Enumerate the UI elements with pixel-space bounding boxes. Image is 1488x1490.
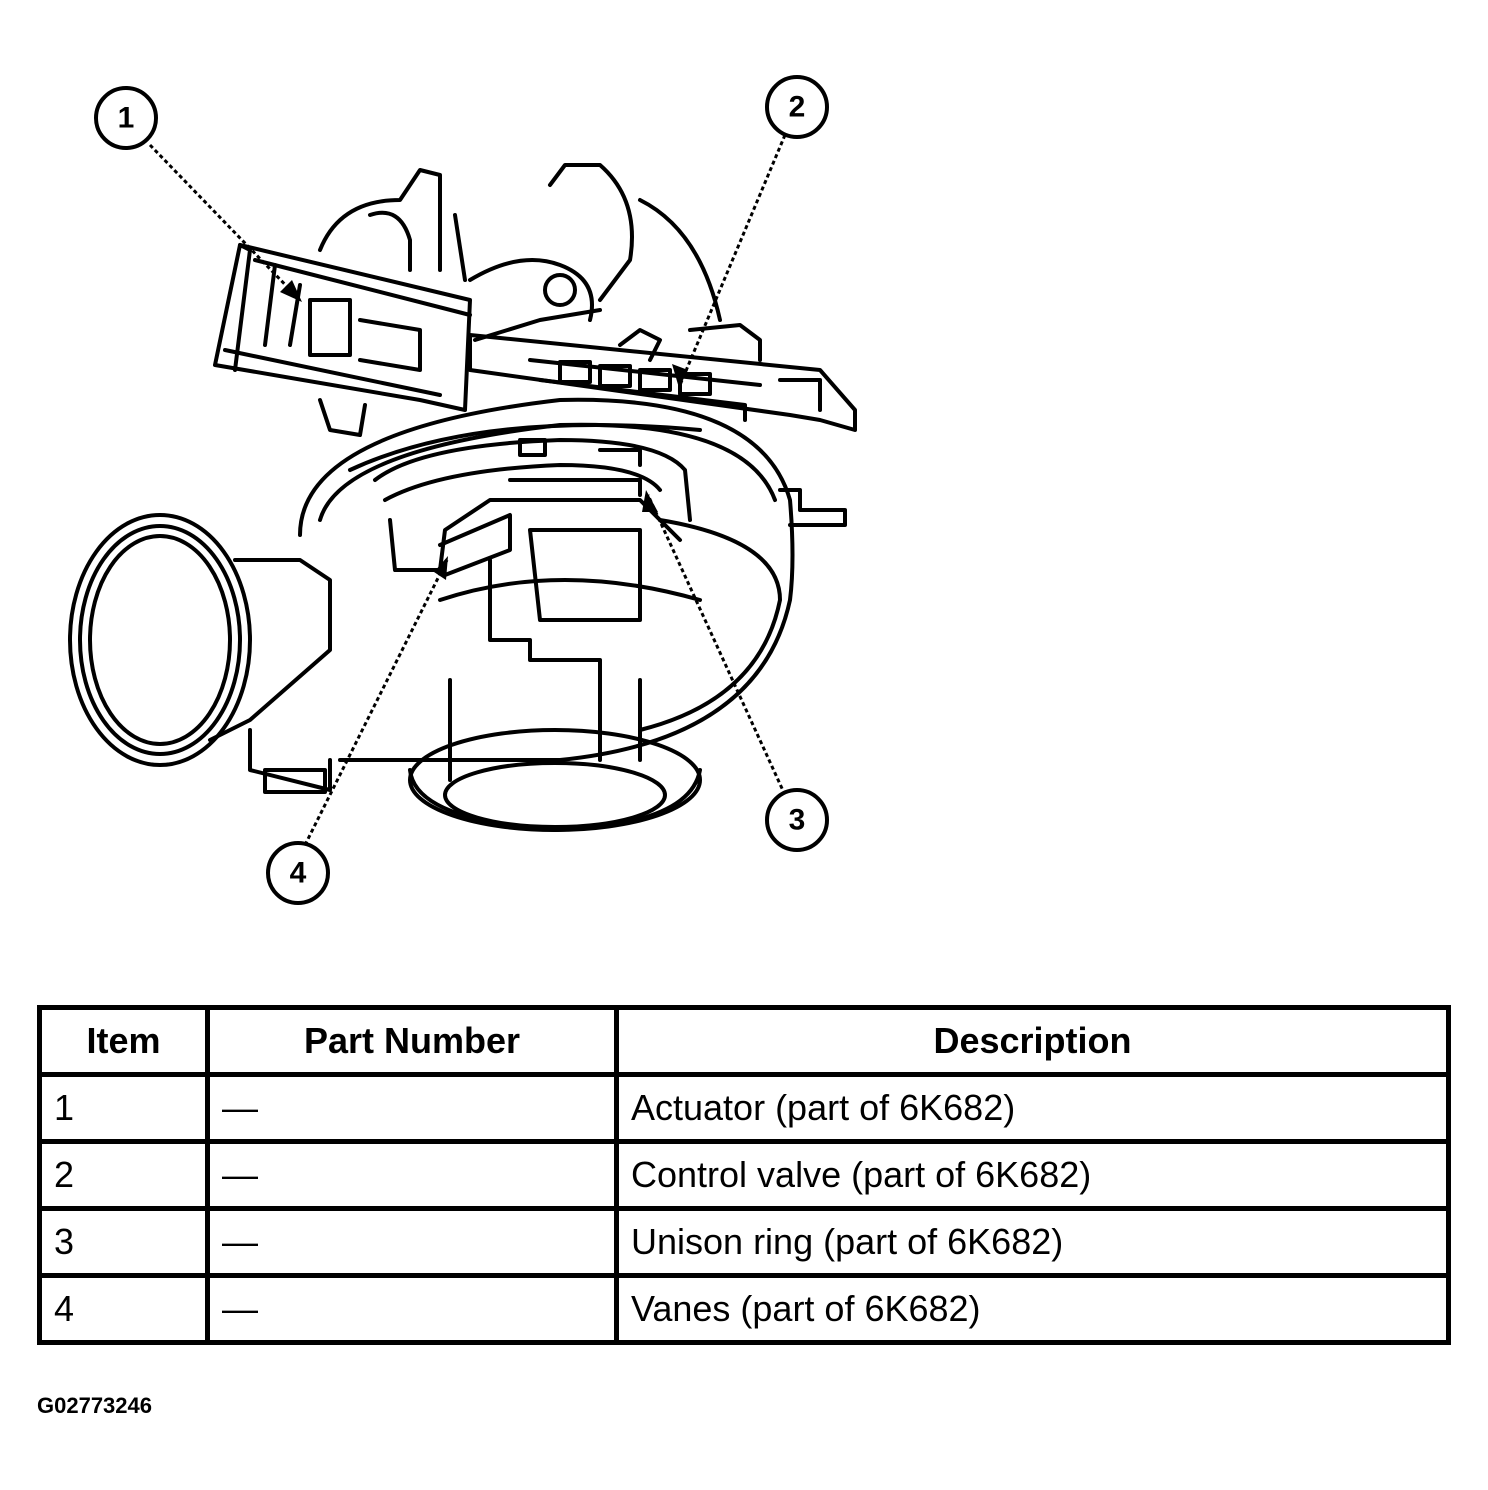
cell-description: Unison ring (part of 6K682)	[614, 1206, 1451, 1278]
actuator-drawing	[213, 243, 472, 437]
callout-3-number: 3	[789, 804, 806, 837]
parts-legend-table: Item Part Number Description 1 — Actuato…	[37, 1005, 1451, 1345]
cell-part-number: —	[205, 1139, 619, 1211]
table-row: 4 — Vanes (part of 6K682)	[37, 1273, 1451, 1345]
control-valve-drawing	[468, 323, 857, 432]
figure-id-label: G02773246	[37, 1393, 152, 1418]
cell-description: Actuator (part of 6K682)	[614, 1072, 1451, 1144]
inlet-ring-drawing	[68, 513, 332, 767]
callout-2-arrowhead	[672, 364, 688, 388]
callout-2-leader	[678, 134, 787, 386]
table-header-row: Item Part Number Description	[37, 1005, 1451, 1077]
callout-2-circle	[765, 75, 829, 139]
cell-item: 4	[37, 1273, 210, 1345]
header-item: Item	[37, 1005, 210, 1077]
callout-3-circle	[765, 788, 829, 852]
cell-description: Control valve (part of 6K682)	[614, 1139, 1451, 1211]
outlet-section-drawing	[408, 528, 702, 832]
callout-3-leader	[646, 494, 787, 796]
cell-item: 3	[37, 1206, 210, 1278]
callout-1-number: 1	[118, 102, 135, 135]
table-row: 3 — Unison ring (part of 6K682)	[37, 1206, 1451, 1278]
vane-ring-drawing	[373, 438, 692, 577]
callout-3-arrowhead	[642, 490, 658, 512]
turbine-housing-drawing	[248, 397, 847, 794]
cell-part-number: —	[205, 1072, 619, 1144]
callout-2-number: 2	[789, 91, 806, 124]
header-description: Description	[614, 1005, 1451, 1077]
cell-item: 2	[37, 1139, 210, 1211]
callout-1-leader	[148, 143, 302, 302]
table-row: 1 — Actuator (part of 6K682)	[37, 1072, 1451, 1144]
cell-item: 1	[37, 1072, 210, 1144]
table-row: 2 — Control valve (part of 6K682)	[37, 1139, 1451, 1211]
header-part-number: Part Number	[205, 1005, 619, 1077]
cell-part-number: —	[205, 1273, 619, 1345]
turbocharger-illustration: 1 2 3 4	[68, 75, 857, 905]
callout-4-circle	[266, 841, 330, 905]
callout-1-circle	[94, 86, 158, 150]
callout-4-arrowhead	[434, 556, 448, 580]
cell-description: Vanes (part of 6K682)	[614, 1273, 1451, 1345]
callout-1-arrowhead	[280, 280, 302, 302]
upper-bracket-drawing	[318, 163, 722, 342]
cell-part-number: —	[205, 1206, 619, 1278]
callout-4-number: 4	[290, 857, 307, 890]
